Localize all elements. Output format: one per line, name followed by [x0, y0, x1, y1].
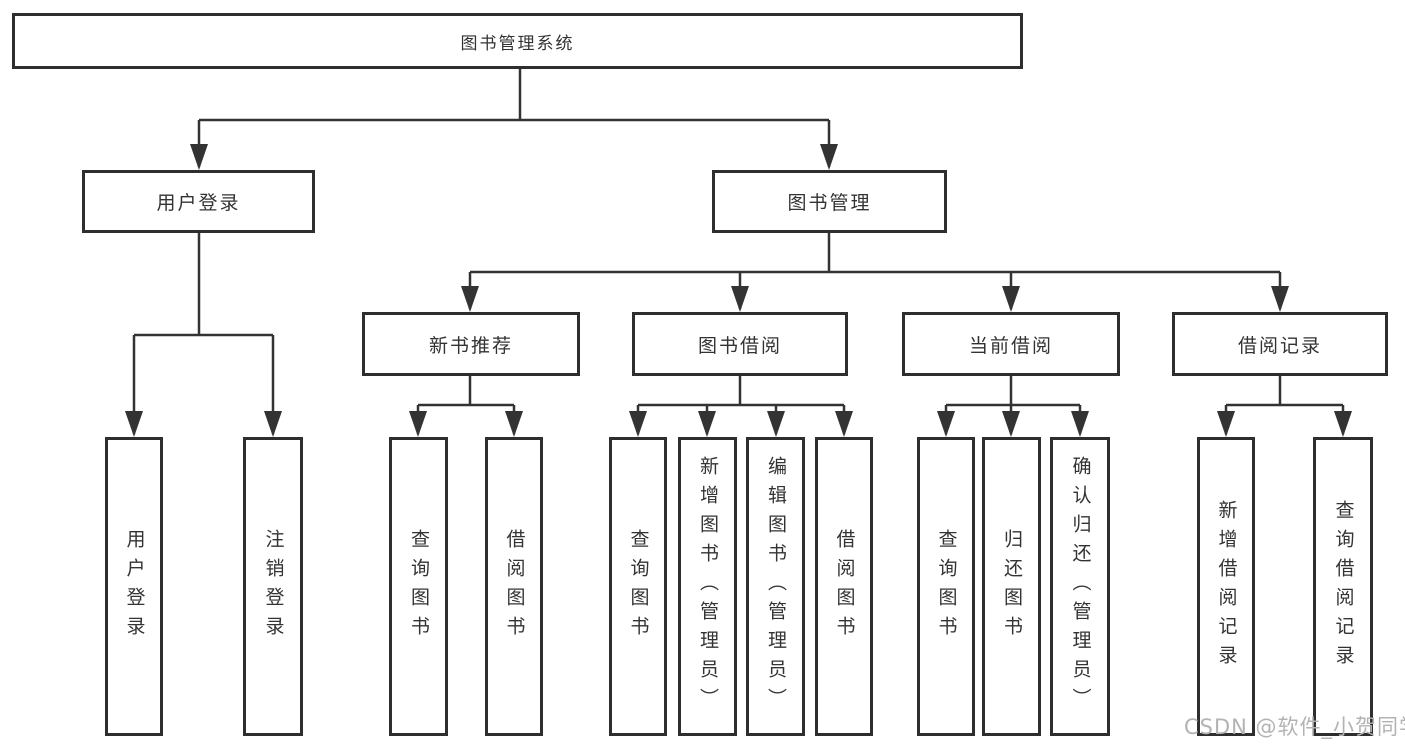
leaf-return-books: 归还图书 — [982, 437, 1041, 736]
leaf-add-borrow-record: 新增借阅记录 — [1197, 437, 1255, 736]
arrowheads — [125, 144, 1352, 437]
leaf-query-books-recommend: 查询图书 — [389, 437, 448, 736]
node-new-book-recommend: 新书推荐 — [362, 312, 580, 376]
leaf-query-books-current: 查询图书 — [917, 437, 975, 736]
node-book-borrow: 图书借阅 — [632, 312, 848, 376]
leaf-borrow-books: 借阅图书 — [815, 437, 873, 736]
leaf-borrow-books-recommend: 借阅图书 — [485, 437, 543, 736]
leaf-user-login: 用户登录 — [105, 437, 163, 736]
leaf-query-borrow-record: 查询借阅记录 — [1313, 437, 1373, 736]
watermark: CSDN @软件_小贺同学 — [1184, 715, 1405, 739]
leaf-edit-books-admin: 编辑图书（管理员） — [746, 437, 805, 736]
node-user-login: 用户登录 — [82, 170, 315, 233]
edge-paths — [132, 69, 1345, 434]
leaf-add-books-admin: 新增图书（管理员） — [678, 437, 737, 736]
node-borrow-records: 借阅记录 — [1172, 312, 1388, 376]
node-root: 图书管理系统 — [12, 13, 1023, 69]
node-book-management: 图书管理 — [712, 170, 947, 233]
leaf-query-books-borrow: 查询图书 — [609, 437, 667, 736]
node-current-borrow: 当前借阅 — [902, 312, 1120, 376]
leaf-logout: 注销登录 — [243, 437, 303, 736]
leaf-confirm-return-admin: 确认归还（管理员） — [1050, 437, 1110, 736]
